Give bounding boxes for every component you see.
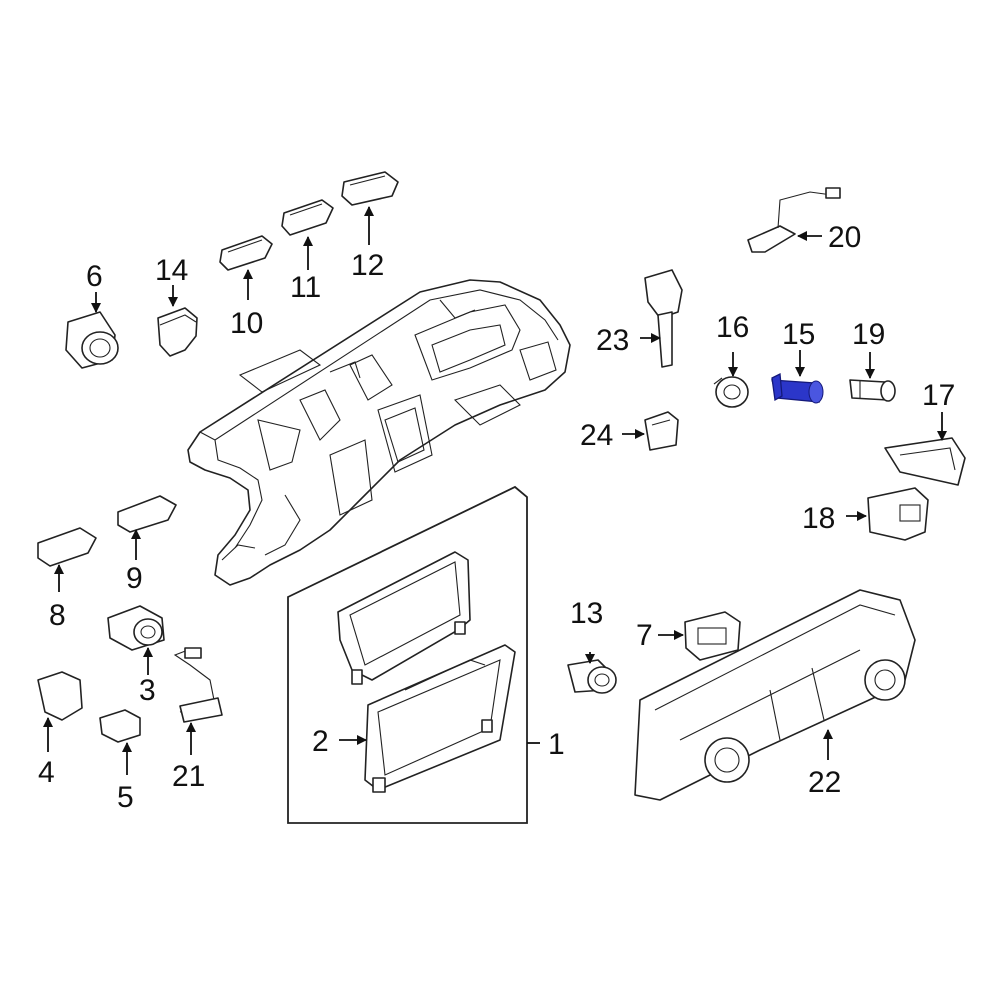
- part-10: [219, 235, 273, 271]
- callout-3: 3: [139, 674, 156, 707]
- cluster-group-box: [287, 485, 528, 824]
- part-15-highlighted: [771, 372, 824, 404]
- callout-22: 22: [808, 766, 841, 799]
- part-3: [107, 605, 165, 651]
- callout-11: 11: [290, 271, 321, 304]
- part-9: [117, 495, 177, 533]
- part-5: [99, 709, 141, 743]
- part-16: [713, 376, 749, 408]
- callout-20: 20: [828, 221, 861, 254]
- part-21: [173, 647, 223, 723]
- part-14: [157, 307, 198, 357]
- callout-9: 9: [126, 562, 143, 595]
- cluster-bezel: [337, 551, 471, 685]
- part-24: [644, 411, 679, 451]
- part-19: [849, 379, 896, 402]
- callout-8: 8: [49, 599, 66, 632]
- part-12: [341, 171, 399, 206]
- callout-4: 4: [38, 756, 55, 789]
- instrument-cluster: [364, 644, 516, 793]
- callout-5: 5: [117, 781, 134, 814]
- callout-24: 24: [580, 419, 613, 452]
- callout-12: 12: [351, 249, 384, 282]
- part-17: [884, 437, 966, 486]
- part-13: [567, 659, 617, 694]
- callout-2: 2: [312, 725, 329, 758]
- callout-18: 18: [802, 502, 835, 535]
- part-8: [37, 527, 97, 567]
- part-11: [281, 199, 334, 236]
- callout-1: 1: [548, 728, 565, 761]
- callout-16: 16: [716, 311, 749, 344]
- part-4: [37, 671, 83, 721]
- part-7: [684, 611, 741, 661]
- callout-6: 6: [86, 260, 103, 293]
- part-22: [634, 589, 916, 801]
- callout-19: 19: [852, 318, 885, 351]
- callout-13: 13: [570, 597, 603, 630]
- part-20: [747, 187, 841, 253]
- callout-23: 23: [596, 324, 629, 357]
- callout-10: 10: [230, 307, 263, 340]
- callout-7: 7: [636, 619, 653, 652]
- callout-15: 15: [782, 318, 815, 351]
- part-6: [65, 311, 119, 369]
- part-18: [867, 487, 929, 541]
- part-23: [644, 269, 683, 368]
- instrument-panel-frame: [187, 279, 571, 586]
- callout-17: 17: [922, 379, 955, 412]
- callout-21: 21: [172, 760, 205, 793]
- callout-14: 14: [155, 254, 188, 287]
